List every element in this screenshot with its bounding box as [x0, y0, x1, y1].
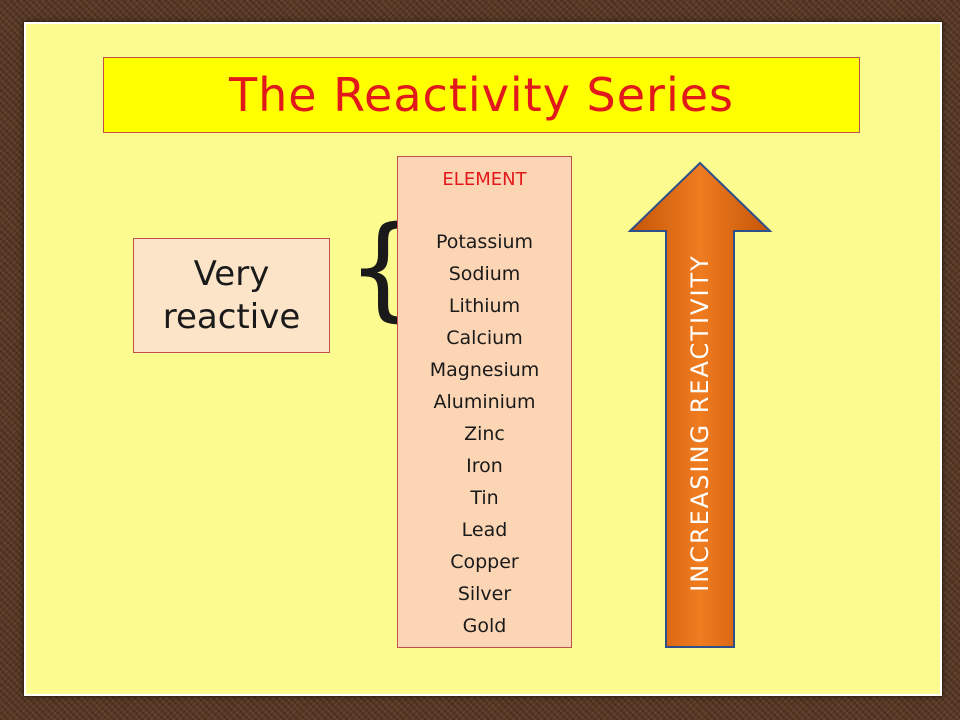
element-item: Copper: [450, 551, 519, 573]
element-item: Lithium: [448, 295, 521, 317]
title-box: The Reactivity Series: [103, 57, 860, 133]
up-arrow-shape: [628, 161, 773, 648]
element-header: ELEMENT: [442, 169, 527, 190]
element-item: Lead: [461, 519, 508, 541]
element-item: Aluminium: [433, 391, 536, 413]
element-list-box: ELEMENT Potassium Sodium Lithium Calcium…: [397, 156, 572, 648]
element-item: Calcium: [446, 327, 523, 349]
element-item: Iron: [466, 455, 503, 477]
element-item: Gold: [462, 615, 507, 637]
element-item: Sodium: [448, 263, 521, 285]
arrow-label: INCREASING REACTIVITY: [686, 254, 714, 592]
up-arrow-icon: [628, 161, 773, 648]
element-item: Magnesium: [429, 359, 540, 381]
very-reactive-box: Very reactive: [133, 238, 330, 353]
element-item: Silver: [457, 583, 512, 605]
element-item: Tin: [470, 487, 499, 509]
slide-title: The Reactivity Series: [228, 68, 734, 122]
element-item: Zinc: [464, 423, 505, 445]
very-reactive-label: Very reactive: [162, 254, 301, 337]
element-item: Potassium: [435, 231, 534, 253]
